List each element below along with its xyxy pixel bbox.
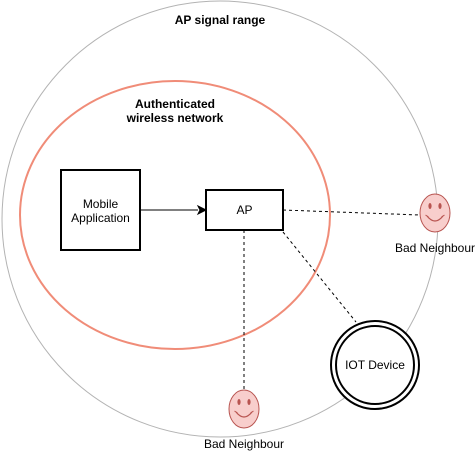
bad-neighbour-right-label: Bad Neighbour xyxy=(395,241,475,255)
access-point-node xyxy=(205,189,284,231)
bad-neighbour-bottom-label: Bad Neighbour xyxy=(204,437,284,451)
mobile-label-line2: Application xyxy=(71,211,130,225)
mobile-application-node xyxy=(60,169,141,251)
arrowhead xyxy=(196,204,208,216)
mobile-label-line1: Mobile xyxy=(83,197,119,211)
auth-network-label-line2: wireless network xyxy=(126,111,224,125)
iot-label: IOT Device xyxy=(345,358,405,372)
ap-label: AP xyxy=(236,203,252,217)
auth-network-label-line1: Authenticated xyxy=(135,97,215,111)
authenticated-network-ellipse xyxy=(19,80,331,350)
ap-to-right-neighbour-link xyxy=(282,209,421,216)
ap-range-label: AP signal range xyxy=(175,13,266,27)
smiley-face-icon xyxy=(228,389,260,429)
ap-to-iot-link xyxy=(282,231,357,323)
smiley-face-icon xyxy=(419,193,451,233)
iot-device-node-inner xyxy=(335,325,415,405)
